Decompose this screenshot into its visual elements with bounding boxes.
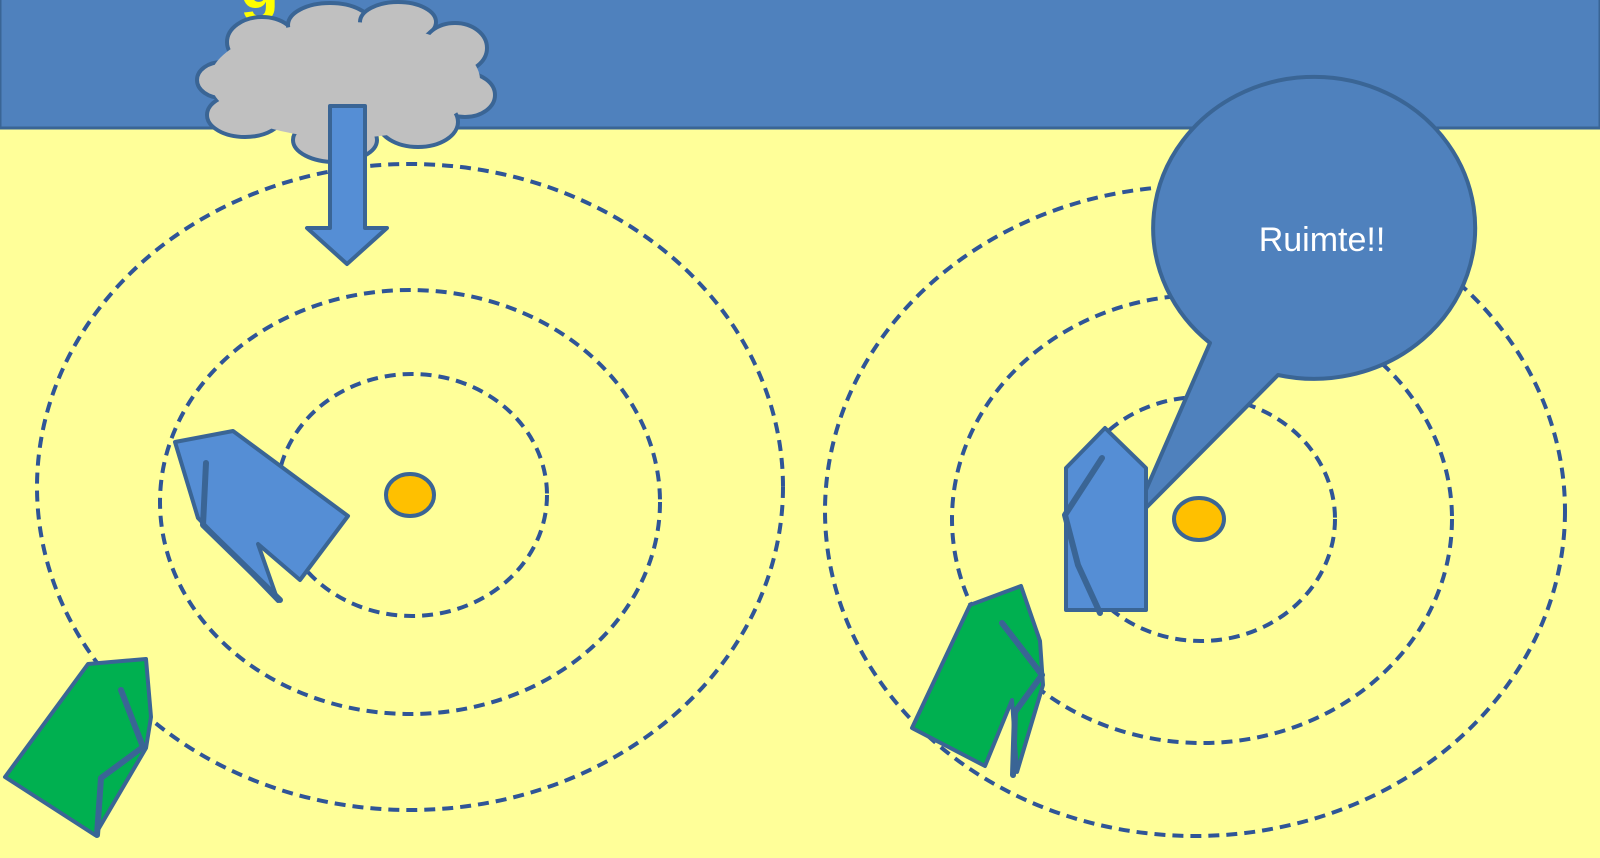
right-mark-buoy-icon (1174, 498, 1224, 540)
right-blue-boat-hull (1066, 428, 1146, 610)
speech-bubble-text: Ruimte!! (1259, 221, 1386, 259)
right-blue-boat-icon (1065, 428, 1146, 613)
left-mark-buoy-icon (386, 474, 434, 516)
